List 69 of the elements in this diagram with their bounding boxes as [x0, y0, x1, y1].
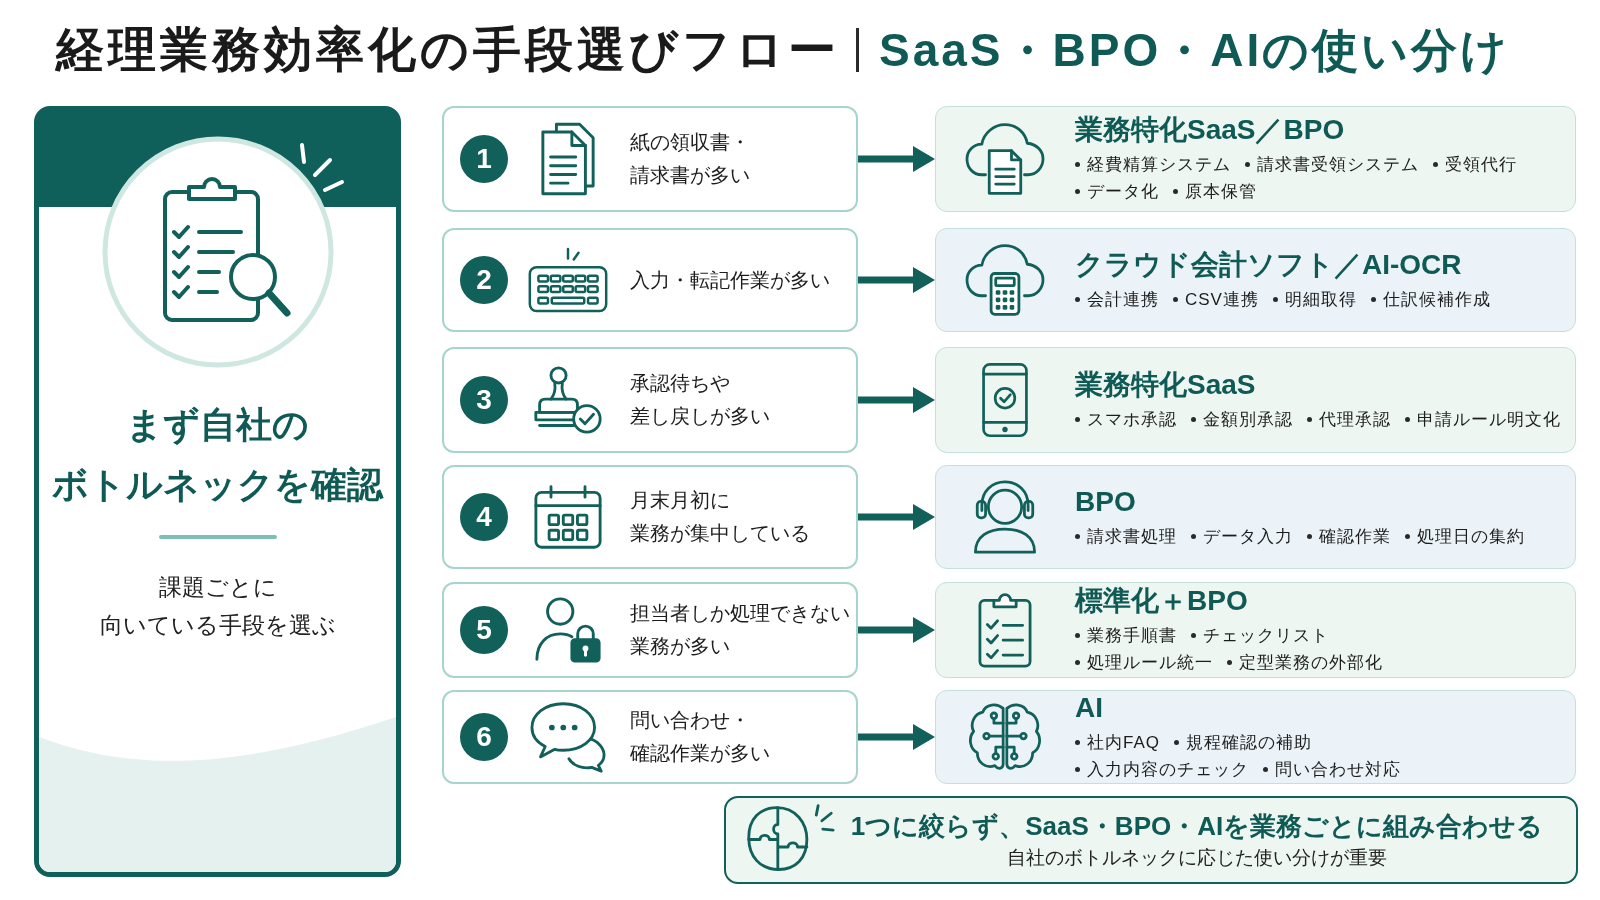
solution-card: [935, 690, 1576, 784]
number-badge: 5: [460, 606, 508, 654]
number-badge: 1: [460, 135, 508, 183]
bullet-text: 規程確認の補助: [1186, 732, 1312, 754]
bullet-text: 処理ルール統一: [1087, 652, 1213, 674]
problem-text: 担当者しか処理できない業務が多い: [630, 601, 850, 659]
bullet-text: CSV連携: [1185, 288, 1259, 311]
arrow: [858, 387, 935, 413]
number-badge: 2: [460, 256, 508, 304]
summary-card: [724, 796, 1578, 884]
problem-card: [442, 465, 858, 569]
info-panel: [34, 106, 401, 877]
arrow: [858, 504, 935, 530]
bullet-text: 業務手順書: [1087, 625, 1177, 647]
solution-heading: クラウド会計ソフト／AI-OCR: [1075, 247, 1463, 282]
bullet-text: 会計連携: [1087, 288, 1159, 311]
number-badge: 4: [460, 493, 508, 541]
bullet-text: 申請ルール明文化: [1417, 408, 1561, 431]
solution-card: [935, 347, 1576, 453]
solution-card: [935, 106, 1576, 212]
problem-text: 問い合わせ・確認作業が多い: [630, 708, 770, 766]
bullet-text: 請求書受領システム: [1257, 154, 1419, 176]
bullet-text: 問い合わせ対応: [1275, 759, 1401, 781]
solution-card: [935, 582, 1576, 678]
solution-card: [935, 228, 1576, 332]
problem-card: [442, 690, 858, 784]
bullet-text: 社内FAQ: [1087, 732, 1160, 754]
problem-card: [442, 582, 858, 678]
bullet-text: チェックリスト: [1203, 625, 1329, 647]
solution-heading: 業務特化SaaS／BPO: [1075, 113, 1346, 147]
bullet-text: 経費精算システム: [1087, 154, 1231, 176]
problem-text: 月末月初に業務が集中している: [630, 488, 810, 546]
arrow: [858, 267, 935, 293]
bullet-text: 処理日の集約: [1417, 525, 1525, 548]
arrow: [858, 617, 935, 643]
bullet-text: 金額別承認: [1203, 408, 1293, 431]
problem-text: 承認待ちや差し戻しが多い: [630, 371, 770, 429]
bullet-text: データ化: [1087, 181, 1159, 203]
bullet-text: 定型業務の外部化: [1239, 652, 1383, 674]
solution-card: [935, 465, 1576, 569]
bullet-text: 入力内容のチェック: [1087, 759, 1249, 781]
bullet-text: 明細取得: [1284, 288, 1357, 311]
page-subtitle: SaaS・BPO・AIの使い分け: [879, 23, 1511, 78]
bullet-text: データ入力: [1203, 525, 1293, 548]
solution-heading: BPO: [1075, 484, 1137, 519]
bullet-text: 原本保管: [1185, 181, 1257, 203]
bullet-text: 請求書処理: [1087, 525, 1177, 548]
problem-text: 入力・転記作業が多い: [630, 267, 830, 293]
number-badge: 3: [460, 376, 508, 424]
bullet-text: 仕訳候補作成: [1382, 288, 1491, 311]
arrow: [858, 724, 935, 750]
solution-heading: 業務特化SaaS: [1075, 367, 1257, 402]
problem-text: 紙の領収書・請求書が多い: [630, 130, 750, 188]
bullet-text: 代理承認: [1319, 408, 1391, 431]
problem-card: [442, 106, 858, 212]
bullet-text: 受領代行: [1445, 154, 1517, 176]
panel-subtext: 課題ごとに向いている手段を選ぶ: [98, 573, 337, 640]
solution-heading: AI: [1075, 691, 1104, 725]
bullet-text: 確認作業: [1319, 525, 1391, 548]
page-title: 経理業務効率化の手段選びフロー: [56, 22, 840, 78]
bullet-text: スマホ承認: [1087, 408, 1177, 431]
solution-heading: 標準化＋BPO: [1075, 584, 1249, 618]
summary-text: 自社のボトルネックに応じた使い分けが重要: [1007, 845, 1387, 870]
arrow: [858, 146, 935, 172]
panel-heading: まず自社のボトルネックを確認: [51, 403, 385, 507]
number-badge: 6: [460, 713, 508, 761]
problem-card: [442, 347, 858, 453]
summary-heading: 1つに絞らず、SaaS・BPO・AIを業務ごとに組み合わせる: [850, 809, 1544, 843]
problem-card: [442, 228, 858, 332]
